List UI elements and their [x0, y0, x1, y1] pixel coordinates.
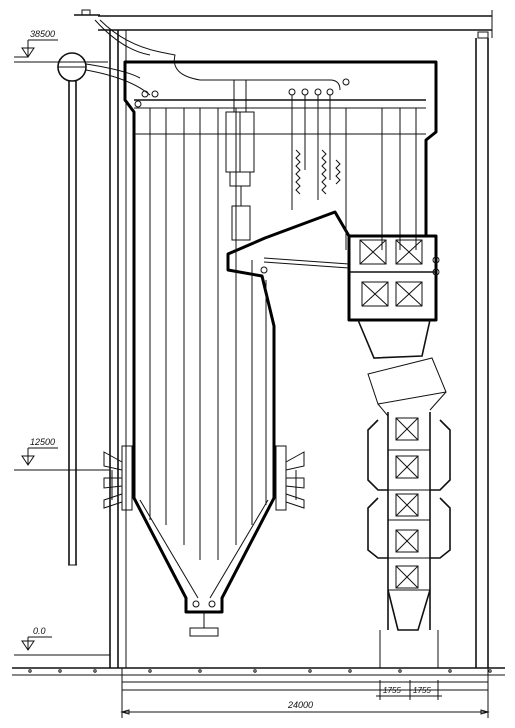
air-heater-column — [367, 412, 451, 668]
waterwall-tubes — [139, 108, 269, 599]
furnace-shell — [123, 60, 438, 614]
dimension-left-bay-label: 1755 — [383, 686, 401, 695]
elevation-mark-middle — [14, 447, 110, 471]
ground-slab — [12, 667, 505, 676]
convective-superheater — [288, 78, 417, 250]
elevation-label-top: 38500 — [30, 29, 55, 39]
dimension-total-label: 24000 — [287, 700, 313, 710]
ash-hopper — [189, 600, 219, 637]
elevation-mark-ground — [14, 636, 110, 656]
furnace-headers — [134, 90, 426, 135]
building-frame — [74, 9, 493, 668]
dimension-total — [120, 668, 490, 718]
elevation-mark-top — [14, 39, 108, 63]
elevation-label-ground: 0.0 — [33, 626, 46, 636]
dimension-right-bay-label: 1755 — [413, 686, 431, 695]
platen-superheater — [225, 80, 255, 241]
top-drum-mast — [57, 19, 341, 566]
elevation-label-middle: 12500 — [30, 437, 55, 447]
economizer-casing — [260, 234, 440, 322]
flue-duct — [357, 319, 447, 417]
burner-right — [275, 445, 305, 511]
burner-left — [103, 445, 133, 511]
